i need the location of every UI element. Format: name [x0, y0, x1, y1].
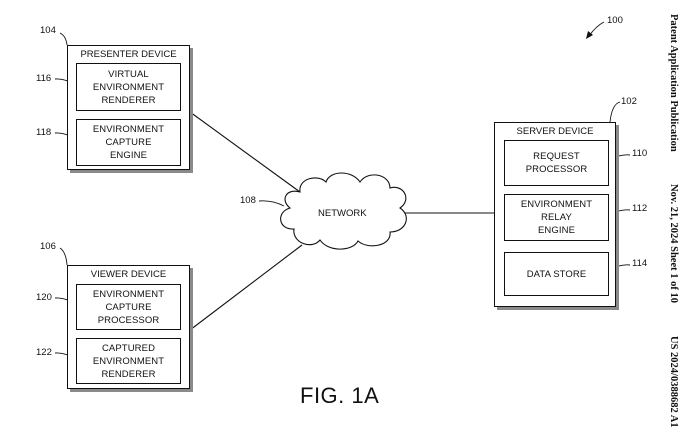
- data-store-box: DATA STORE: [504, 252, 609, 296]
- ref-108: 108: [240, 195, 256, 206]
- network-cloud-shape: [280, 172, 407, 250]
- environment-capture-processor-label: ENVIRONMENT CAPTURE PROCESSOR: [92, 288, 165, 326]
- environment-capture-processor-box: ENVIRONMENT CAPTURE PROCESSOR: [76, 284, 181, 330]
- ref-100: 100: [607, 15, 623, 26]
- ref-106: 106: [40, 241, 56, 252]
- data-store-label: DATA STORE: [526, 268, 587, 280]
- environment-capture-engine-label: ENVIRONMENT CAPTURE ENGINE: [92, 124, 165, 161]
- ref-104: 104: [40, 25, 56, 36]
- arrowhead-100: [586, 31, 593, 39]
- link-viewer-network: [189, 244, 303, 331]
- leader-104: [59, 32, 68, 46]
- network-label: NETWORK: [318, 208, 367, 219]
- ref-122: 122: [36, 347, 52, 358]
- environment-relay-engine-box: ENVIRONMENT RELAY ENGINE: [504, 194, 609, 241]
- ref-102: 102: [621, 96, 637, 107]
- ref-114: 114: [632, 258, 648, 269]
- leader-106: [59, 247, 68, 266]
- environment-relay-engine-label: ENVIRONMENT RELAY ENGINE: [520, 199, 593, 236]
- ref-112: 112: [632, 203, 648, 214]
- environment-capture-engine-box: ENVIRONMENT CAPTURE ENGINE: [76, 119, 181, 166]
- leader-108: [258, 200, 285, 207]
- leader-102: [609, 101, 621, 123]
- link-presenter-network: [189, 111, 301, 193]
- virtual-environment-renderer-label: VIRTUAL ENVIRONMENT RENDERER: [92, 68, 165, 106]
- server-device-title: SERVER DEVICE: [516, 126, 594, 137]
- captured-environment-renderer-label: CAPTURED ENVIRONMENT RENDERER: [92, 342, 165, 380]
- request-processor-box: REQUEST PROCESSOR: [504, 140, 609, 186]
- ref-118: 118: [36, 127, 52, 138]
- figure-label: FIG. 1A: [300, 383, 380, 408]
- publication-title: Patent Application Publication: [668, 14, 679, 152]
- captured-environment-renderer-box: CAPTURED ENVIRONMENT RENDERER: [76, 338, 181, 384]
- ref-116: 116: [36, 73, 52, 84]
- viewer-device-title: VIEWER DEVICE: [90, 269, 167, 280]
- ref-110: 110: [632, 148, 648, 159]
- virtual-environment-renderer-box: VIRTUAL ENVIRONMENT RENDERER: [76, 63, 181, 111]
- presenter-device-title: PRESENTER DEVICE: [80, 49, 177, 60]
- patent-header: Patent Application Publication Nov. 21, …: [666, 14, 686, 434]
- publication-date-sheet: Nov. 21, 2024 Sheet 1 of 10: [668, 184, 679, 303]
- publication-number: US 2024/0388682 A1: [668, 336, 679, 428]
- ref-120: 120: [36, 292, 52, 303]
- request-processor-label: REQUEST PROCESSOR: [525, 151, 588, 175]
